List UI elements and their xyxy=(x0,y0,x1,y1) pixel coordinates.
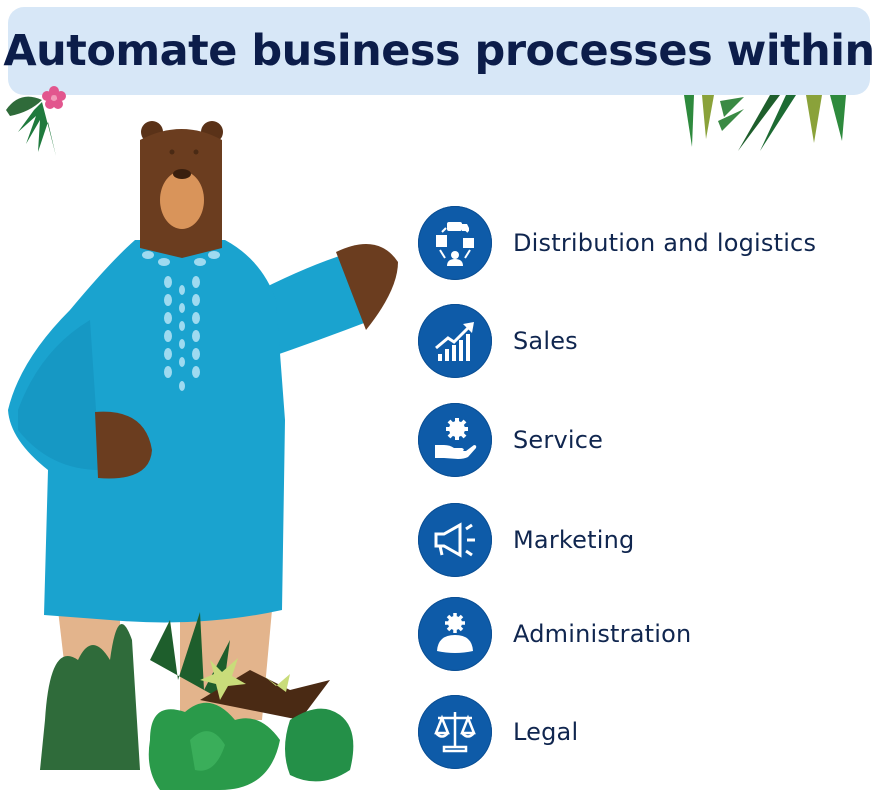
logistics-cycle-icon xyxy=(418,206,492,280)
megaphone-icon xyxy=(418,503,492,577)
list-item-label: Sales xyxy=(513,327,578,355)
leaf-flower-decoration xyxy=(6,86,66,156)
list-item-service: Service xyxy=(418,403,888,477)
growth-chart-icon xyxy=(418,304,492,378)
list-item-marketing: Marketing xyxy=(418,503,888,577)
list-item-label: Service xyxy=(513,426,604,454)
list-item-label: Marketing xyxy=(513,526,635,554)
palm-leaves-decoration xyxy=(684,95,846,151)
list-item-label: Legal xyxy=(513,718,579,746)
title-banner: Automate business processes within xyxy=(3,7,875,95)
list-item-distribution: Distribution and logistics xyxy=(418,206,888,280)
list-item-legal: Legal xyxy=(418,695,888,769)
hand-gear-icon xyxy=(418,403,492,477)
page-title: Automate business processes within xyxy=(3,26,875,76)
list-item-label: Administration xyxy=(513,620,692,648)
scales-icon xyxy=(418,695,492,769)
user-gear-icon xyxy=(418,597,492,671)
list-item-sales: Sales xyxy=(418,304,888,378)
bear-mascot-illustration xyxy=(8,121,398,790)
list-item-administration: Administration xyxy=(418,597,888,671)
list-item-label: Distribution and logistics xyxy=(513,229,817,257)
